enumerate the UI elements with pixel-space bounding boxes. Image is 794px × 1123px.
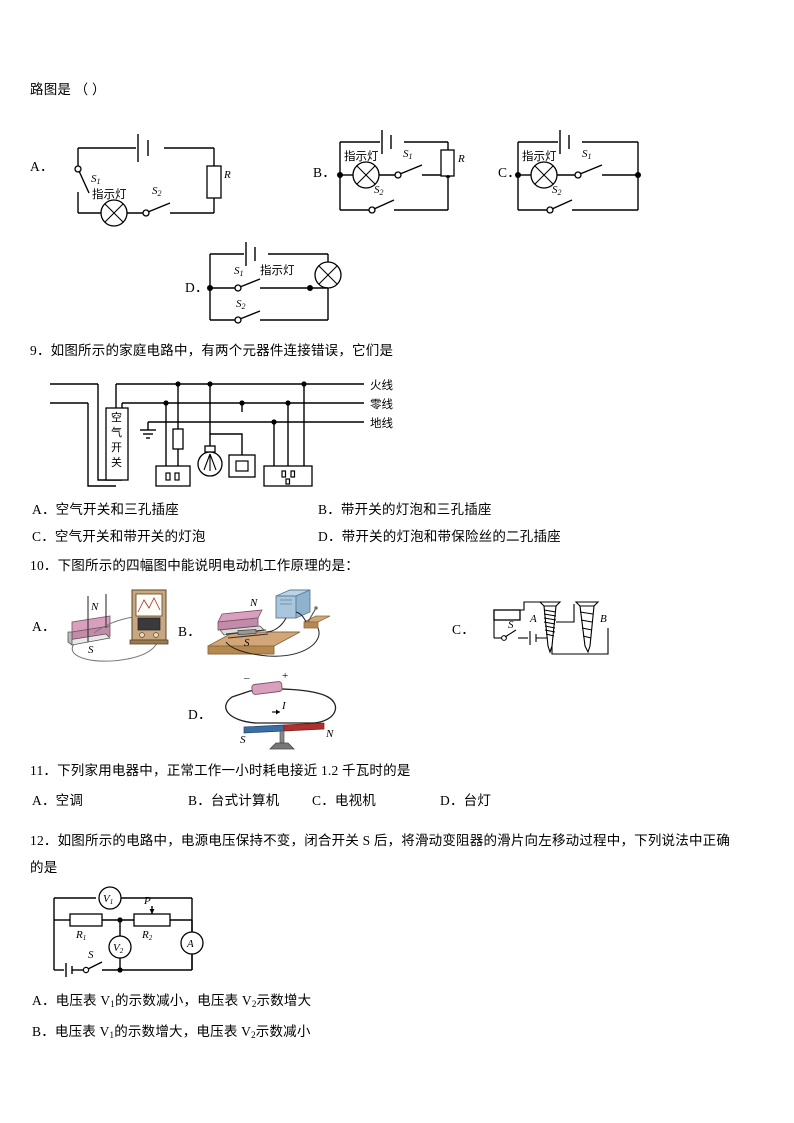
q10b-pole-n: N: [249, 597, 258, 609]
q10-option-d-figure: – + I S N: [210, 665, 360, 750]
q9-option-c: C．空气开关和带开关的灯泡: [32, 529, 206, 544]
q12-option-a-text2: 的示数减小，电压表 V: [114, 993, 252, 1008]
q12-option-b-sub2: 2: [251, 1030, 256, 1040]
lead-text: 路图是 （ ）: [30, 82, 106, 97]
q12-option-a: A．电压表 V1的示数减小，电压表 V2示数增大: [32, 991, 311, 1014]
q8-option-c-letter: C．: [498, 165, 521, 180]
q12-option-b-text2: 的示数增大，电压表 V: [114, 1024, 252, 1039]
q8a-resistor-label: R: [223, 169, 231, 181]
q8c-s2-label: S2: [552, 184, 562, 197]
q10-option-b-figure: N S: [204, 588, 334, 666]
q9-air-switch-char-3: 开: [111, 442, 122, 454]
q10d-current-label: I: [281, 700, 287, 712]
q9-air-switch-char-2: 气: [111, 425, 122, 439]
q8-option-d-letter: D．: [185, 280, 209, 295]
q10-option-a-letter: A．: [32, 619, 56, 634]
q11-stem: 11．下列家用电器中，正常工作一小时耗电接近 1.2 千瓦时的是: [30, 763, 411, 778]
q11-option-d: D．台灯: [440, 793, 492, 808]
q8-option-a-figure: S1 指示灯 S2 R: [28, 120, 268, 227]
q9-option-d: D．带开关的灯泡和带保险丝的二孔插座: [318, 529, 561, 544]
q8-option-a-letter: A．: [30, 159, 54, 174]
q12-switch-label: S: [88, 949, 94, 961]
q10c-coil-b-label: B: [600, 613, 607, 625]
q12-option-a-text3: 示数增大: [256, 993, 312, 1008]
q12-option-b: B．电压表 V1的示数增大，电压表 V2示数减小: [32, 1022, 311, 1045]
q10d-pole-s: S: [240, 734, 246, 746]
q12-stem-line2: 的是: [30, 860, 58, 875]
q8d-s2-label: S2: [236, 298, 246, 311]
q8d-lamp-label: 指示灯: [260, 263, 295, 277]
q8b-s1-label: S1: [403, 148, 413, 161]
q8a-s1-label: S1: [91, 173, 101, 186]
q9-stem: 9．如图所示的家庭电路中，有两个元器件连接错误，它们是: [30, 343, 394, 358]
q8a-s2-label: S2: [152, 185, 162, 198]
q12-slider-label: P: [143, 895, 151, 907]
q10-option-a-figure: N S: [58, 588, 178, 666]
q10a-pole-s: S: [88, 644, 94, 656]
q9-option-a: A．空气开关和三孔插座: [32, 502, 179, 517]
q8a-lamp-label: 指示灯: [92, 187, 127, 201]
q8c-s1-label: S1: [582, 148, 592, 161]
q8b-s2-label: S2: [374, 184, 384, 197]
q12-option-a-letter: A．: [32, 993, 56, 1008]
q12-option-b-letter: B．: [32, 1024, 55, 1039]
q12-resistor1-label: R1: [75, 929, 86, 942]
q10-option-c-letter: C．: [452, 622, 475, 637]
q9-option-b: B．带开关的灯泡和三孔插座: [318, 502, 492, 517]
q12-option-b-text1: 电压表 V: [54, 1024, 110, 1039]
q9-neutral-wire-label: 零线: [370, 397, 393, 411]
q9-household-circuit-figure: 火线 零线 地线 空 气 开 关: [42, 372, 412, 487]
q12-option-b-text3: 示数减小: [255, 1024, 311, 1039]
q12-ammeter-label: A: [186, 938, 194, 950]
q8d-s1-label: S1: [234, 265, 244, 278]
q10-option-d-letter: D．: [188, 707, 212, 722]
q10d-minus-label: –: [243, 672, 250, 684]
q10c-coil-a-label: A: [529, 613, 537, 625]
q8-option-b-letter: B．: [313, 165, 336, 180]
q12-stem-line1: 12．如图所示的电路中，电源电压保持不变，闭合开关 S 后，将滑动变阻器的滑片向…: [30, 833, 731, 848]
q10d-plus-label: +: [282, 670, 288, 682]
q11-option-c: C．电视机: [312, 793, 377, 808]
q12-option-b-sub1: 1: [109, 1030, 115, 1040]
q12-option-a-sub2: 2: [251, 999, 257, 1009]
q11-option-b: B．台式计算机: [188, 793, 280, 808]
q8c-lamp-label: 指示灯: [522, 149, 557, 163]
q8-option-c-figure: 指示灯 S1 S2: [490, 120, 680, 225]
q8b-lamp-label: 指示灯: [344, 149, 379, 163]
q9-air-switch-char-4: 关: [111, 455, 122, 469]
q12-voltmeter2-label: V2: [113, 942, 124, 955]
q9-ground-wire-label: 地线: [370, 416, 393, 430]
q12-voltmeter1-label: V1: [103, 893, 113, 906]
q9-air-switch-char-1: 空: [111, 410, 122, 424]
q12-circuit-figure: V1 R1 R2 P V2 A: [44, 886, 224, 980]
q11-option-a: A．空调: [32, 793, 84, 808]
q10a-pole-n: N: [90, 601, 99, 613]
q8-option-b-figure: 指示灯 S1 R S2: [300, 120, 490, 225]
q12-option-a-sub1: 1: [110, 999, 115, 1009]
q12-resistor2-label: R2: [141, 929, 153, 942]
q10-option-b-letter: B．: [178, 624, 201, 639]
q10-stem: 10．下图所示的四幅图中能说明电动机工作原理的是：: [30, 558, 359, 573]
q8-option-d-figure: S1 指示灯 S2: [176, 240, 366, 328]
q10b-pole-s: S: [244, 637, 250, 649]
q12-option-a-text1: 电压表 V: [55, 993, 111, 1008]
q9-live-wire-label: 火线: [370, 378, 393, 392]
q8b-resistor-label: R: [457, 153, 465, 165]
q10c-switch-label: S: [508, 619, 514, 631]
q10d-pole-n: N: [325, 728, 334, 740]
q10-option-c-figure: S A B: [478, 590, 628, 666]
